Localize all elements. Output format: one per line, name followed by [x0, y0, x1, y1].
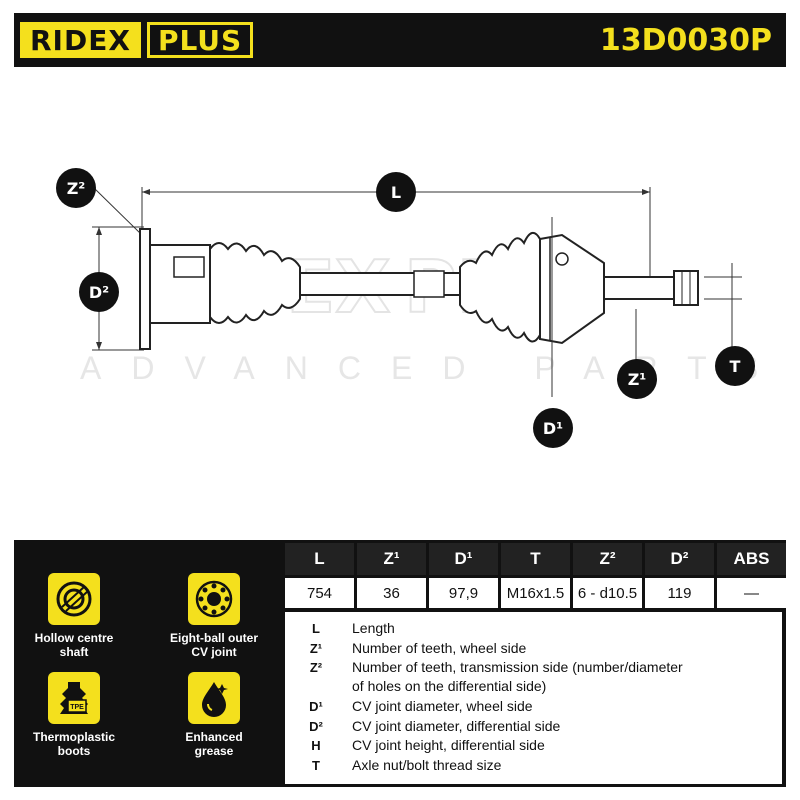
- feature-label-line1: Enhanced: [185, 730, 243, 744]
- legend-text: CV joint diameter, differential side: [352, 718, 561, 734]
- spec-header: T: [501, 543, 570, 575]
- spec-header: Z¹: [357, 543, 426, 575]
- spec-header: ABS: [717, 543, 786, 575]
- feature-label-line2: boots: [57, 744, 91, 758]
- legend-text: Axle nut/bolt thread size: [352, 757, 502, 773]
- callout-T: T: [715, 346, 755, 386]
- brand-logo: RIDEX PLUS: [20, 22, 254, 58]
- legend-text: of holes on the differential side): [352, 678, 547, 694]
- axle-nut: [673, 270, 699, 306]
- spec-value: 36: [357, 578, 426, 608]
- tpe-badge: TPE: [70, 704, 84, 711]
- callout-Z2: Z²: [56, 168, 96, 208]
- feature-hollow-shaft: Hollow centre shaft: [14, 573, 134, 659]
- spec-value-row: 754 36 97,9 M16x1.5 6 - d10.5 119 —: [285, 578, 786, 608]
- legend-row: D¹ CV joint diameter, wheel side: [285, 696, 782, 716]
- dim-arrow-left: [142, 189, 150, 195]
- legend-key: L: [312, 620, 320, 636]
- legend-row: Z² Number of teeth, transmission side (nu…: [285, 657, 782, 677]
- feature-label-line2: grease: [194, 744, 234, 758]
- feature-label-line2: CV joint: [191, 645, 237, 659]
- spec-header: Z²: [573, 543, 642, 575]
- spec-value: M16x1.5: [501, 578, 570, 608]
- spec-header: D¹: [429, 543, 498, 575]
- driveshaft-diagram: RIDEX PLUS ADVANCED PARTS: [80, 187, 786, 397]
- spec-header: L: [285, 543, 354, 575]
- technical-drawing: RIDEX PLUS ADVANCED PARTS: [14, 67, 786, 540]
- brand-sub: PLUS: [146, 22, 254, 58]
- part-number: 13D0030P: [599, 22, 772, 58]
- legend-row: D² CV joint diameter, differential side: [285, 716, 782, 736]
- legend-row: H CV joint height, differential side: [285, 735, 782, 755]
- legend-row: L Length: [285, 618, 782, 638]
- legend-row: Z¹ Number of teeth, wheel side: [285, 638, 782, 658]
- callout-D2: D²: [79, 272, 119, 312]
- spec-value: 754: [285, 578, 354, 608]
- flange: [139, 228, 151, 350]
- spec-header-row: L Z¹ D¹ T Z² D² ABS: [285, 543, 786, 575]
- legend-key: D²: [309, 718, 323, 734]
- header-bar: [14, 13, 786, 67]
- legend-text: CV joint height, differential side: [352, 737, 545, 753]
- feature-label-line2: shaft: [59, 645, 89, 659]
- legend-text: CV joint diameter, wheel side: [352, 698, 533, 714]
- spec-value: 6 - d10.5: [573, 578, 642, 608]
- legend-key: Z¹: [309, 640, 323, 656]
- feature-list: Hollow centre shaft Eight-ball outer CV …: [14, 540, 282, 787]
- feature-thermoplastic: TPE Thermoplastic boots: [14, 672, 134, 758]
- feature-label-line1: Thermoplastic: [32, 730, 116, 744]
- legend-row: of holes on the differential side): [285, 676, 782, 696]
- grease-icon: [188, 672, 240, 724]
- spec-value: 97,9: [429, 578, 498, 608]
- bearing-icon: [188, 573, 240, 625]
- legend-key: D¹: [309, 698, 323, 714]
- legend-key: Z²: [309, 659, 323, 675]
- legend-key: T: [312, 757, 320, 773]
- legend-text: Length: [352, 620, 395, 636]
- stub-axle: [603, 276, 675, 300]
- spec-value: —: [717, 578, 786, 608]
- spec-value: 119: [645, 578, 714, 608]
- feature-grease: Enhanced grease: [154, 672, 274, 758]
- dim-arrow-right: [642, 189, 650, 195]
- brand-main: RIDEX: [20, 22, 141, 58]
- legend-text: Number of teeth, transmission side (numb…: [352, 659, 683, 675]
- hollow-shaft-icon: [48, 573, 100, 625]
- legend-key: H: [311, 737, 321, 753]
- boot-icon: TPE: [48, 672, 100, 724]
- spec-header: D²: [645, 543, 714, 575]
- feature-label-line1: Hollow centre: [34, 631, 114, 645]
- legend-row: T Axle nut/bolt thread size: [285, 755, 782, 775]
- spec-legend: L Length Z¹ Number of teeth, wheel side Z²…: [285, 612, 782, 784]
- spec-table: L Z¹ D¹ T Z² D² ABS 754 36 97,9 M16x1.5 …: [282, 540, 789, 611]
- feature-eight-ball: Eight-ball outer CV joint: [154, 573, 274, 659]
- callout-L: L: [376, 172, 416, 212]
- inner-boot: [209, 242, 301, 324]
- feature-label-line1: Eight-ball outer: [170, 631, 258, 645]
- legend-text: Number of teeth, wheel side: [352, 640, 527, 656]
- callout-Z1: Z¹: [617, 359, 657, 399]
- watermark-tagline: ADVANCED PARTS: [80, 350, 786, 386]
- callout-D1: D¹: [533, 408, 573, 448]
